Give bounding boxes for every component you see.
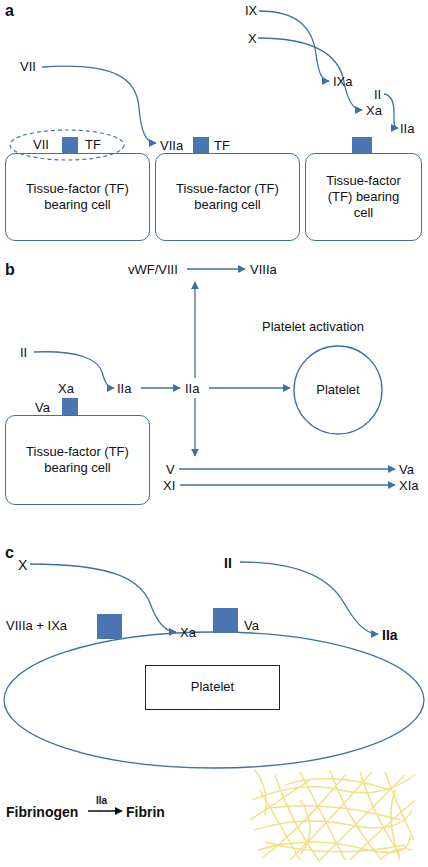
activation-arrow <box>194 282 195 378</box>
factor-label: Va <box>399 463 414 476</box>
activation-arrow <box>42 66 156 143</box>
factor-label: IIa <box>185 382 199 395</box>
factor-label: Va <box>244 619 259 632</box>
receptor-square <box>213 608 238 633</box>
factor-label: Va <box>35 401 50 414</box>
activation-arrow <box>194 398 195 456</box>
factor-label: vWF/VIII <box>128 263 178 276</box>
node-text: Tissue-factor (TF) bearing cell <box>18 181 137 214</box>
node-text: Tissue-factor (TF) bearing cell <box>318 173 409 222</box>
cell-box: Tissue-factor (TF) bearing cell <box>5 153 150 241</box>
factor-label: II <box>224 556 232 570</box>
reaction-arrow <box>88 810 122 811</box>
cell-box: Tissue-factor (TF) bearing cell <box>155 153 300 241</box>
factor-label: X <box>18 558 27 572</box>
panel-letter: c <box>5 545 14 561</box>
receptor-square <box>62 137 78 153</box>
platelet-outline <box>4 632 424 768</box>
factor-label: II <box>20 346 27 359</box>
receptor-square <box>97 614 122 639</box>
panel-letter: a <box>5 3 14 19</box>
node-text: TF <box>85 137 101 153</box>
factor-label: IIa <box>117 382 131 395</box>
node-text: VII <box>33 137 49 153</box>
activation-arrow <box>180 484 395 485</box>
cell-box: Tissue-factor (TF) bearing cell <box>5 415 150 505</box>
activation-arrow <box>384 94 398 128</box>
activation-arrow <box>259 11 329 81</box>
factor-label: X <box>248 32 257 45</box>
dashed-ellipse <box>10 130 124 160</box>
receptor-square <box>62 398 78 415</box>
factor-label: VIIIa <box>250 263 277 276</box>
activation-arrow <box>34 352 114 388</box>
factor-label: VIIIa + IXa <box>6 619 67 632</box>
factor-label: IX <box>245 4 257 17</box>
node-text: Platelet <box>316 382 359 398</box>
activation-arrow <box>187 268 245 269</box>
factor-label: Xa <box>180 626 196 639</box>
panel-letter: b <box>5 262 15 278</box>
factor-label: IIa <box>400 122 414 135</box>
receptor-square <box>193 137 209 153</box>
factor-label: IIa <box>382 628 398 642</box>
factor-label: IXa <box>333 75 353 88</box>
activation-arrow <box>209 387 290 388</box>
factor-label: Xa <box>366 104 382 117</box>
activation-arrow <box>141 387 180 388</box>
activation-arrow <box>258 38 362 110</box>
factor-label: XI <box>163 479 175 492</box>
factor-label: V <box>166 463 175 476</box>
factor-label: Fibrinogen <box>6 805 78 819</box>
ellipse-outline <box>9 129 125 161</box>
complex-ellipse: VII TF <box>9 129 125 161</box>
node-text: Tissue-factor (TF) bearing cell <box>18 444 137 477</box>
factor-label: VII <box>20 60 36 73</box>
factor-label: Fibrin <box>126 805 165 819</box>
factor-label: XIa <box>399 479 419 492</box>
factor-label: II <box>374 88 381 101</box>
node-text: Tissue-factor (TF) bearing cell <box>168 181 287 214</box>
platelet-box: Platelet <box>145 665 280 710</box>
cell-box: Tissue-factor (TF) bearing cell <box>305 153 422 241</box>
activation-arrow <box>240 562 378 634</box>
node-text: Platelet <box>191 679 234 695</box>
circle-shape <box>294 346 382 434</box>
receptor-square <box>352 137 372 153</box>
fibrin-mesh <box>250 770 415 862</box>
platelet-circle: Platelet <box>293 345 383 435</box>
factor-label: IIa <box>96 796 107 806</box>
activation-arrow <box>179 468 395 469</box>
factor-label: TF <box>214 139 230 152</box>
factor-label: Platelet activation <box>262 320 364 333</box>
factor-label: VIIa <box>160 139 183 152</box>
factor-label: Xa <box>58 382 74 395</box>
